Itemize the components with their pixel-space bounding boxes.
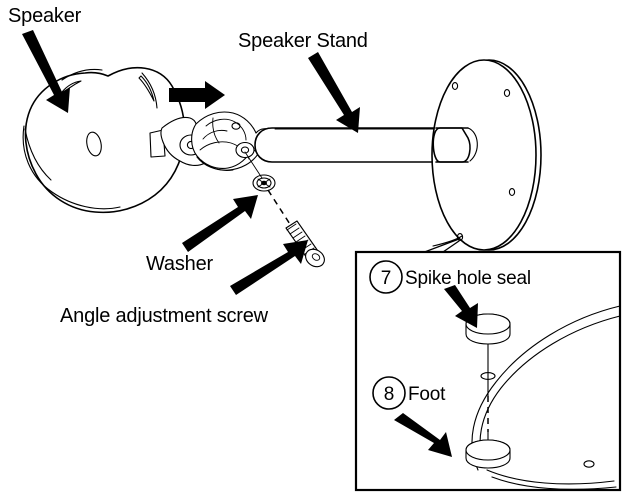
inset-base-small-hole bbox=[583, 460, 595, 468]
bracket-upper-hole bbox=[231, 122, 241, 130]
label-foot: Foot bbox=[408, 384, 446, 405]
base-hole-top-right bbox=[503, 89, 511, 97]
base-plate-group bbox=[431, 59, 542, 251]
base-plate-pole-cutout bbox=[432, 127, 471, 163]
speaker-cap-seam-right bbox=[141, 72, 158, 109]
speaker-port-ellipse bbox=[86, 131, 102, 157]
washer-alignment-line bbox=[244, 151, 263, 179]
speaker-stand-callout-arrow bbox=[308, 52, 360, 133]
assembly-direction-arrow-right bbox=[169, 81, 225, 109]
badge-number-8: 8 bbox=[384, 384, 395, 405]
badge-number-7: 7 bbox=[381, 268, 392, 289]
speaker-base-curve bbox=[22, 125, 121, 210]
badge-circle-8 bbox=[372, 376, 406, 410]
foot-disc-top bbox=[465, 439, 511, 461]
screw-head-slot bbox=[311, 253, 321, 261]
screw-head bbox=[305, 248, 325, 268]
speaker-body-group bbox=[22, 67, 186, 214]
speaker-top-seam-left bbox=[61, 68, 103, 81]
base-bottom-edge bbox=[432, 235, 463, 247]
seal-callout-arrow bbox=[444, 285, 478, 328]
label-speaker-stand: Speaker Stand bbox=[238, 30, 368, 52]
bracket-contour-4 bbox=[212, 117, 220, 144]
label-angle-adjustment-screw: Angle adjustment screw bbox=[60, 305, 269, 327]
bracket-skirt-inner bbox=[200, 159, 234, 171]
inset-spike-hole bbox=[480, 372, 496, 380]
inset-panel-group: 7 Spike hole seal 8 Foot bbox=[354, 250, 622, 492]
bracket-contour-1 bbox=[205, 118, 247, 141]
washer-part-group bbox=[252, 174, 276, 192]
bracket-screw-hole bbox=[240, 146, 250, 154]
washer-callout-arrow bbox=[182, 195, 258, 252]
label-washer: Washer bbox=[146, 253, 214, 275]
foot-callout-arrow bbox=[394, 413, 452, 457]
base-hole-mid-right bbox=[508, 188, 516, 196]
base-hole-bottom bbox=[456, 233, 464, 241]
screw-alignment-dashed-line bbox=[267, 189, 296, 233]
foot-disc-group bbox=[465, 439, 511, 469]
washer-mid bbox=[256, 177, 272, 189]
angle-adjustment-bracket-group bbox=[160, 111, 277, 171]
label-spike-hole-seal: Spike hole seal bbox=[405, 268, 531, 289]
pole-plate-junction-curve bbox=[467, 127, 478, 162]
label-speaker: Speaker bbox=[8, 5, 82, 27]
direction-arrow-shape bbox=[169, 81, 225, 109]
speaker-lower-seam bbox=[24, 128, 52, 181]
washer-hatch bbox=[257, 178, 271, 188]
inset-leader-lower bbox=[442, 240, 460, 253]
inset-base-edge-lower bbox=[486, 469, 615, 485]
bracket-screw-boss bbox=[235, 141, 255, 159]
inset-item-8: 8 Foot bbox=[372, 376, 446, 410]
base-hole-top-left bbox=[451, 82, 459, 90]
inset-item-7: 7 Spike hole seal bbox=[369, 260, 531, 294]
stand-pole-shape bbox=[254, 127, 463, 163]
screw-callout-arrow bbox=[230, 240, 308, 295]
badge-circle-7 bbox=[369, 260, 403, 294]
inset-base-edge-lower2 bbox=[491, 476, 617, 490]
speaker-detail-crescent-right bbox=[138, 75, 155, 102]
inset-base-edge-outer bbox=[471, 305, 621, 471]
bracket-lower-skirt bbox=[196, 153, 259, 171]
speaker-callout-arrow bbox=[22, 30, 70, 113]
base-plate-face bbox=[431, 59, 537, 251]
stand-pole-group bbox=[254, 127, 463, 163]
